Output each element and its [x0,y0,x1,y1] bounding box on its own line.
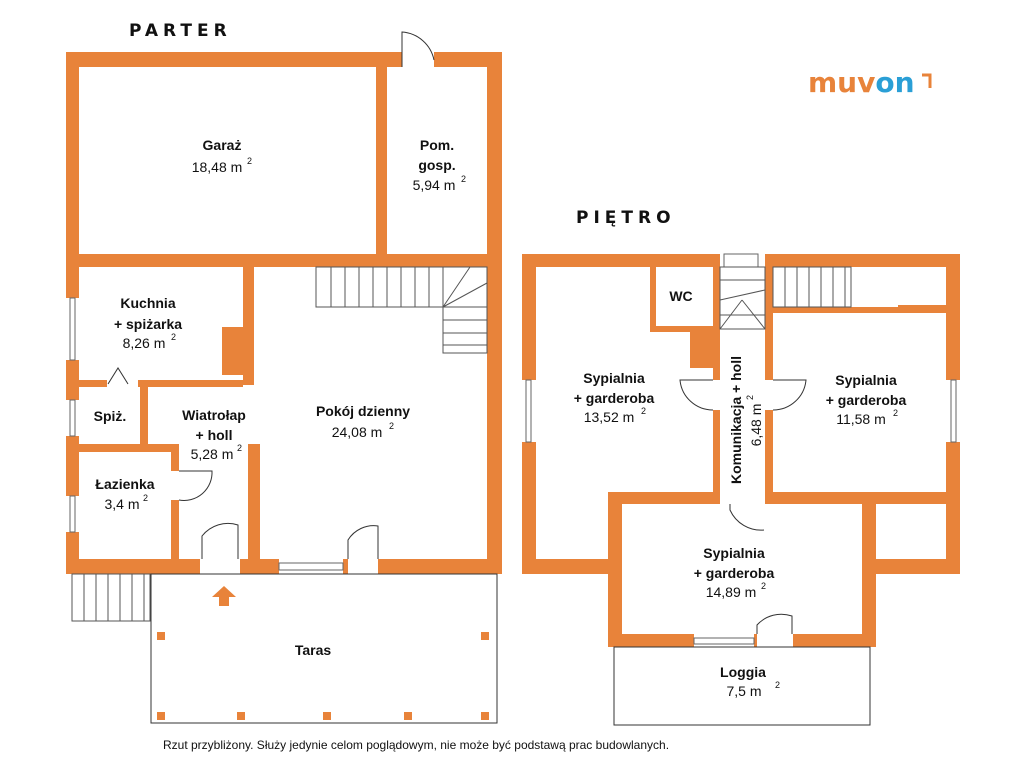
utility-name-2: gosp. [418,157,455,173]
loggia-outline [613,646,871,726]
communication-area-sup: 2 [745,395,755,400]
brand-logo: muvon [808,66,932,99]
terrace [150,573,498,724]
vestibule-name-1: Wiatrołap [182,407,246,423]
bedroom2-name-2: + garderoba [826,392,907,408]
room-label-pantry: Spiż. [94,408,127,424]
room-label-utility: Pom. gosp. 5,94 m 2 [413,137,466,193]
room-label-bedroom3: Sypialnia + garderoba 14,89 m 2 [694,545,775,600]
bedroom3-area: 14,89 m [706,584,757,600]
bedroom1-area: 13,52 m [584,409,635,425]
room-label-bathroom: Łazienka 3,4 m 2 [95,476,154,512]
bedroom1-name-2: + garderoba [574,390,655,406]
utility-area-sup: 2 [461,174,466,184]
room-label-loggia: Loggia 7,5 m 2 [720,664,780,699]
kitchen-area-sup: 2 [171,332,176,342]
room-label-communication: Komunikacja + holl 6,48 m 2 [728,356,764,484]
room-label-bedroom2: Sypialnia + garderoba 11,58 m 2 [826,372,907,427]
bedroom3-area-sup: 2 [761,581,766,591]
room-label-living: Pokój dzienny 24,08 m 2 [316,403,410,440]
vestibule-area: 5,28 m [191,446,234,462]
pantry-name: Spiż. [94,408,127,424]
room-label-garage: Garaż 18,48 m 2 [192,137,252,175]
ground-floor-heading: PARTER [129,21,232,41]
loggia-area-sup: 2 [775,680,780,690]
kitchen-name-1: Kuchnia [120,295,175,311]
terrace-name: Taras [295,642,332,658]
bedroom2-name-1: Sypialnia [835,372,897,388]
upper-stairs [719,266,852,330]
garage-area: 18,48 m [192,159,243,175]
room-label-kitchen: Kuchnia + spiżarka 8,26 m 2 [114,295,182,351]
vestibule-name-2: + holl [196,427,233,443]
room-label-terrace: Taras [295,642,332,658]
loggia-area: 7,5 m [726,683,761,699]
room-label-wc: WC [669,288,692,304]
upper-floor [522,254,960,647]
ground-stairs [71,266,488,622]
ground-door-swings [107,31,435,559]
upper-floor-heading: PIĘTRO [576,208,676,228]
bathroom-area: 3,4 m [104,496,139,512]
entrance-arrow-icon [212,586,236,606]
bedroom1-area-sup: 2 [641,406,646,416]
bedroom2-area-sup: 2 [893,408,898,418]
utility-area: 5,94 m [413,177,456,193]
bathroom-area-sup: 2 [143,493,148,503]
communication-area: 6,48 m [748,404,764,447]
living-area: 24,08 m [332,424,383,440]
utility-name-1: Pom. [420,137,454,153]
disclaimer-note: Rzut przybliżony. Służy jedynie celom po… [163,738,670,752]
brand-part1: muv [808,66,875,99]
bathroom-name: Łazienka [95,476,154,492]
wc-name: WC [669,288,692,304]
svg-text:muvon: muvon [808,66,915,99]
bedroom3-name-2: + garderoba [694,565,775,581]
bedroom1-name-1: Sypialnia [583,370,645,386]
loggia-name: Loggia [720,664,766,680]
ground-windows [69,297,344,571]
communication-name: Komunikacja + holl [728,356,744,484]
garage-area-sup: 2 [247,156,252,166]
kitchen-name-2: + spiżarka [114,316,182,332]
kitchen-area: 8,26 m [123,335,166,351]
upper-door-swings [679,379,807,634]
living-name: Pokój dzienny [316,403,410,419]
vestibule-area-sup: 2 [237,443,242,453]
room-label-bedroom1: Sypialnia + garderoba 13,52 m 2 [574,370,655,425]
brand-part2: on [875,66,914,99]
upper-openings [522,254,960,647]
bedroom3-name-1: Sypialnia [703,545,765,561]
room-label-vestibule: Wiatrołap + holl 5,28 m 2 [182,407,246,462]
living-area-sup: 2 [389,421,394,431]
garage-name: Garaż [203,137,242,153]
bedroom2-area: 11,58 m [836,411,886,427]
